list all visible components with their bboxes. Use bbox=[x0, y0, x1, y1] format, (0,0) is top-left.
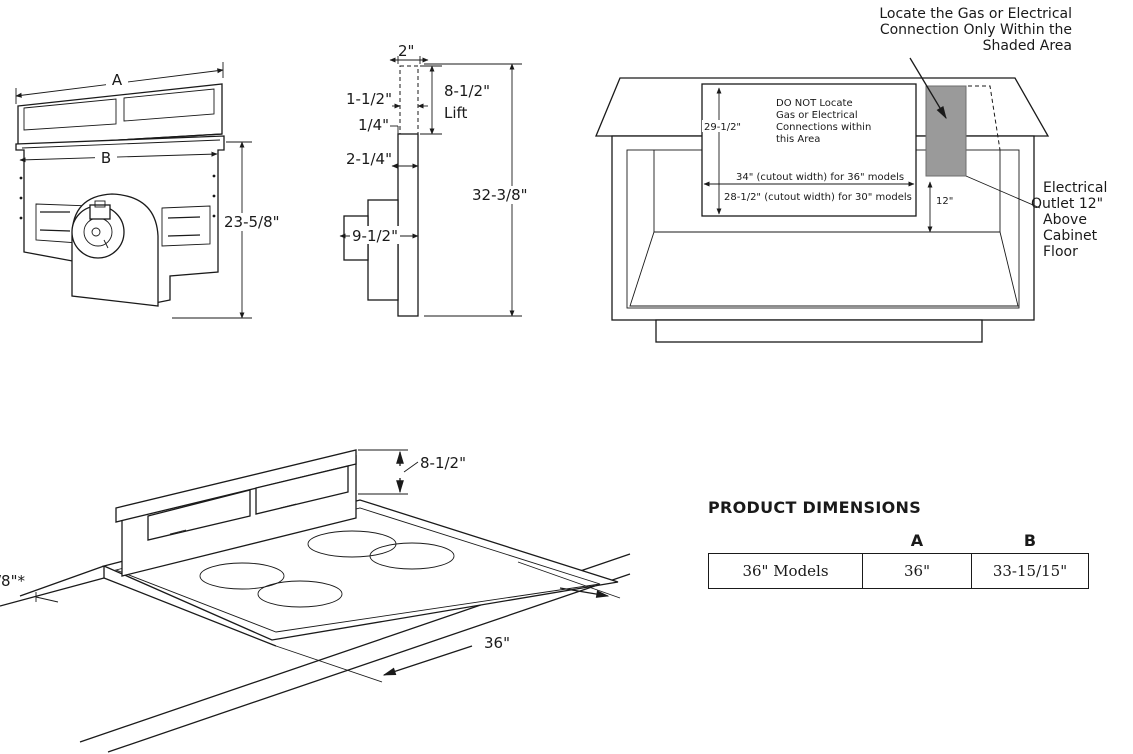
table-header-row: A B bbox=[709, 527, 1089, 554]
shaded-note-line-1: Locate the Gas or Electrical bbox=[879, 6, 1072, 22]
outlet-note-line-1: Electrical bbox=[1043, 180, 1107, 196]
header-b: B bbox=[1023, 530, 1037, 550]
dim-2-1-4-label: 2-1/4" bbox=[346, 150, 392, 168]
dimensions-table: A B 36" Models 36" 33-15/15" bbox=[708, 527, 1089, 589]
donot-line-3: Connections within bbox=[776, 122, 871, 133]
cell-model: 36" Models bbox=[708, 553, 863, 589]
dim-12in-label: 12" bbox=[936, 196, 953, 207]
dim-a-label: A bbox=[112, 71, 123, 89]
dim-lift-label: 8-1/2" bbox=[420, 454, 466, 472]
cooktop-figure: 8-1/2" 36" /8"* bbox=[0, 449, 631, 753]
dim-2in-label: 2" bbox=[398, 42, 414, 60]
dim-36in-label: 36" bbox=[484, 634, 510, 652]
header-model bbox=[709, 527, 863, 554]
cabinet-figure: 29-1/2" 34" (cutout width) for 36" model… bbox=[595, 6, 1107, 343]
outlet-note-line-4: Cabinet bbox=[1043, 228, 1098, 244]
dimensions-title: PRODUCT DIMENSIONS bbox=[708, 498, 922, 517]
dim-1-1-2-label: 1-1/2" bbox=[346, 90, 392, 108]
donot-line-2: Gas or Electrical bbox=[776, 110, 858, 121]
cell-b: 33-15/15" bbox=[971, 553, 1089, 589]
outlet-note-line-3: Above bbox=[1043, 212, 1087, 228]
dim-9-1-2-label: 9-1/2" bbox=[352, 227, 398, 245]
dim-lift-value: 8-1/2" bbox=[444, 82, 490, 100]
dim-lift-word: Lift bbox=[444, 104, 468, 122]
cell-a: 36" bbox=[862, 553, 972, 589]
header-a: A bbox=[910, 530, 924, 550]
dim-height-label: 23-5/8" bbox=[224, 213, 280, 231]
shaded-note-line-3: Shaded Area bbox=[983, 38, 1072, 54]
donot-line-4: this Area bbox=[776, 134, 820, 145]
cutout-30-label: 28-1/2" (cutout width) for 30" models bbox=[724, 192, 912, 203]
dim-partial-label: /8"* bbox=[0, 572, 25, 590]
dim-1-4-label: 1/4" bbox=[358, 116, 389, 134]
shaded-note-line-2: Connection Only Within the bbox=[880, 22, 1072, 38]
dim-32-3-8-label: 32-3/8" bbox=[472, 186, 528, 204]
front-view-figure: A B 23-5 bbox=[15, 62, 282, 319]
outlet-note-line-2: Outlet 12" bbox=[1031, 196, 1103, 212]
side-view-figure: 2" 8-1/2" Lift 1-1/2" 1/4" 2-1/4" 9-1/2" bbox=[339, 42, 546, 317]
cutout-36-label: 34" (cutout width) for 36" models bbox=[736, 172, 904, 183]
dim-29-1-2-label: 29-1/2" bbox=[704, 122, 741, 133]
table-row: 36" Models 36" 33-15/15" bbox=[708, 553, 1089, 589]
outlet-note-line-5: Floor bbox=[1043, 244, 1078, 260]
donot-line-1: DO NOT Locate bbox=[776, 98, 853, 109]
dim-b-label: B bbox=[101, 149, 111, 167]
